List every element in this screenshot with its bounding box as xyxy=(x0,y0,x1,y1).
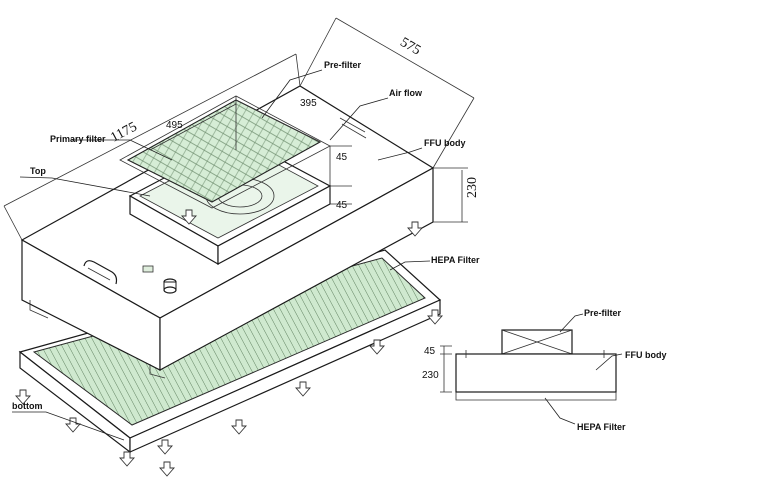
pre-filter-mesh xyxy=(119,95,331,209)
air-flow-arrows xyxy=(15,209,443,477)
dim-filter-width: 395 xyxy=(300,98,317,109)
side-label-pre-filter: Pre-filter xyxy=(584,308,622,318)
label-primary-filter: Primary filter xyxy=(50,134,106,144)
side-dim-body-height: 230 xyxy=(422,370,439,381)
dim-body-height: 230 xyxy=(465,177,480,198)
label-ffu-body: FFU body xyxy=(424,138,466,148)
side-view xyxy=(440,313,623,425)
side-label-hepa-filter: HEPA Filter xyxy=(577,422,626,432)
side-dim-prefilter-height: 45 xyxy=(424,346,436,357)
label-top: Top xyxy=(30,166,46,176)
dim-filter-length: 495 xyxy=(166,120,183,131)
leader-lines xyxy=(12,69,431,441)
dimension-lines xyxy=(3,17,475,241)
dim-frame-height: 45 xyxy=(336,200,348,211)
side-label-ffu-body: FFU body xyxy=(625,350,667,360)
label-air-flow: Air flow xyxy=(389,88,423,98)
label-hepa-filter: HEPA Filter xyxy=(431,255,480,265)
hepa-filter-panel xyxy=(18,249,442,454)
dim-length: 1175 xyxy=(108,119,139,145)
dim-width: 575 xyxy=(397,35,423,58)
label-bottom: bottom xyxy=(12,401,43,411)
label-pre-filter: Pre-filter xyxy=(324,60,362,70)
dim-prefilter-height: 45 xyxy=(336,152,348,163)
